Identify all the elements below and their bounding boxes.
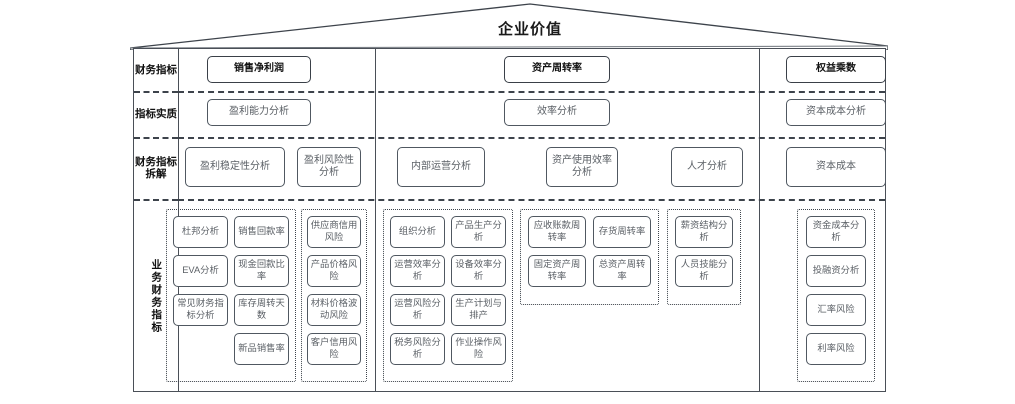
row-label-indicator-essence: 指标实质 xyxy=(134,91,178,137)
row-label-text: 财务指标拆解 xyxy=(135,155,177,180)
node-operation-task-risk[interactable]: 作业操作风险 xyxy=(451,333,506,365)
node-inventory-turnover-days[interactable]: 库存周转天数 xyxy=(234,294,289,326)
node-operation-efficiency-analysis[interactable]: 运营效率分析 xyxy=(390,255,445,287)
node-equity-multiplier[interactable]: 权益乘数 xyxy=(786,56,886,83)
group-risk xyxy=(301,209,367,382)
row-label-indicator-breakdown: 财务指标拆解 xyxy=(134,137,178,199)
row-label-text: 业务财务指标 xyxy=(150,258,163,334)
node-efficiency-analysis[interactable]: 效率分析 xyxy=(504,99,610,126)
row-label-financial-indicator: 财务指标 xyxy=(134,49,178,91)
divider-label-row1-row2 xyxy=(134,91,178,93)
node-profit-stability-analysis[interactable]: 盈利稳定性分析 xyxy=(185,147,285,187)
node-receivable-turnover[interactable]: 应收账款周转率 xyxy=(528,216,586,248)
node-supplier-credit-risk[interactable]: 供应商信用风险 xyxy=(307,216,361,248)
node-production-plan-and-scheduling[interactable]: 生产计划与排产 xyxy=(451,294,506,326)
divider-column-b xyxy=(759,49,760,391)
node-fixed-asset-turnover[interactable]: 固定资产周转率 xyxy=(528,255,586,287)
node-new-product-sales-rate[interactable]: 新品销售率 xyxy=(234,333,289,365)
node-talent-analysis[interactable]: 人才分析 xyxy=(671,147,743,187)
group-operation xyxy=(383,209,513,382)
node-organization-analysis[interactable]: 组织分析 xyxy=(390,216,445,248)
divider-column-a xyxy=(375,49,376,391)
divider-label-row3-row4 xyxy=(134,199,178,201)
group-profit xyxy=(166,209,296,382)
node-internal-operation-analysis[interactable]: 内部运营分析 xyxy=(397,147,485,187)
node-net-profit-margin[interactable]: 销售净利润 xyxy=(207,56,311,83)
node-sales-collection-rate[interactable]: 销售回款率 xyxy=(234,216,289,248)
node-interest-rate-risk[interactable]: 利率风险 xyxy=(806,333,866,365)
divider-row2-row3 xyxy=(178,137,885,139)
node-investment-financing-analysis[interactable]: 投融资分析 xyxy=(806,255,866,287)
node-customer-credit-risk[interactable]: 客户信用风险 xyxy=(307,333,361,365)
group-talent xyxy=(667,209,741,305)
divider-label-row2-row3 xyxy=(134,137,178,139)
node-exchange-rate-risk[interactable]: 汇率风险 xyxy=(806,294,866,326)
group-capital xyxy=(797,209,875,382)
row-label-business-financial-indicator: 业务财务指标 xyxy=(134,199,178,393)
node-asset-turnover[interactable]: 资产周转率 xyxy=(504,56,610,83)
page-title: 企业价值 xyxy=(497,21,562,38)
node-equipment-efficiency-analysis[interactable]: 设备效率分析 xyxy=(451,255,506,287)
roof-shape xyxy=(130,3,888,50)
node-tax-risk-analysis[interactable]: 税务风险分析 xyxy=(390,333,445,365)
node-asset-usage-efficiency-analysis[interactable]: 资产使用效率分析 xyxy=(546,147,618,187)
row-label-text: 财务指标 xyxy=(135,63,177,76)
node-material-price-fluctuation-risk[interactable]: 材料价格波动风险 xyxy=(307,294,361,326)
node-capital-cost[interactable]: 资本成本 xyxy=(786,147,886,187)
node-capital-cost-analysis[interactable]: 资本成本分析 xyxy=(786,99,886,126)
node-dupont-analysis[interactable]: 杜邦分析 xyxy=(173,216,228,248)
node-common-financial-indicator-analysis[interactable]: 常见财务指标分析 xyxy=(173,294,228,326)
node-profitability-analysis[interactable]: 盈利能力分析 xyxy=(207,99,311,126)
node-staff-skill-analysis[interactable]: 人员技能分析 xyxy=(675,255,733,287)
node-operation-risk-analysis[interactable]: 运营风险分析 xyxy=(390,294,445,326)
node-product-price-risk[interactable]: 产品价格风险 xyxy=(307,255,361,287)
divider-row1-row2 xyxy=(178,91,885,93)
group-asset-turnover xyxy=(520,209,659,305)
node-salary-structure-analysis[interactable]: 薪资结构分析 xyxy=(675,216,733,248)
row-label-text: 指标实质 xyxy=(135,107,177,120)
node-total-asset-turnover[interactable]: 总资产周转率 xyxy=(593,255,651,287)
node-profit-risk-analysis[interactable]: 盈利风险性分析 xyxy=(297,147,361,187)
divider-row3-row4 xyxy=(178,199,885,201)
main-frame: 财务指标 指标实质 财务指标拆解 业务财务指标 销售净利润 资产周转率 权益乘数… xyxy=(133,48,886,392)
node-fund-cost-analysis[interactable]: 资金成本分析 xyxy=(806,216,866,248)
node-inventory-turnover[interactable]: 存货周转率 xyxy=(593,216,651,248)
node-eva-analysis[interactable]: EVA分析 xyxy=(173,255,228,287)
node-cash-collection-ratio[interactable]: 现金回款比率 xyxy=(234,255,289,287)
node-product-production-analysis[interactable]: 产品生产分析 xyxy=(451,216,506,248)
